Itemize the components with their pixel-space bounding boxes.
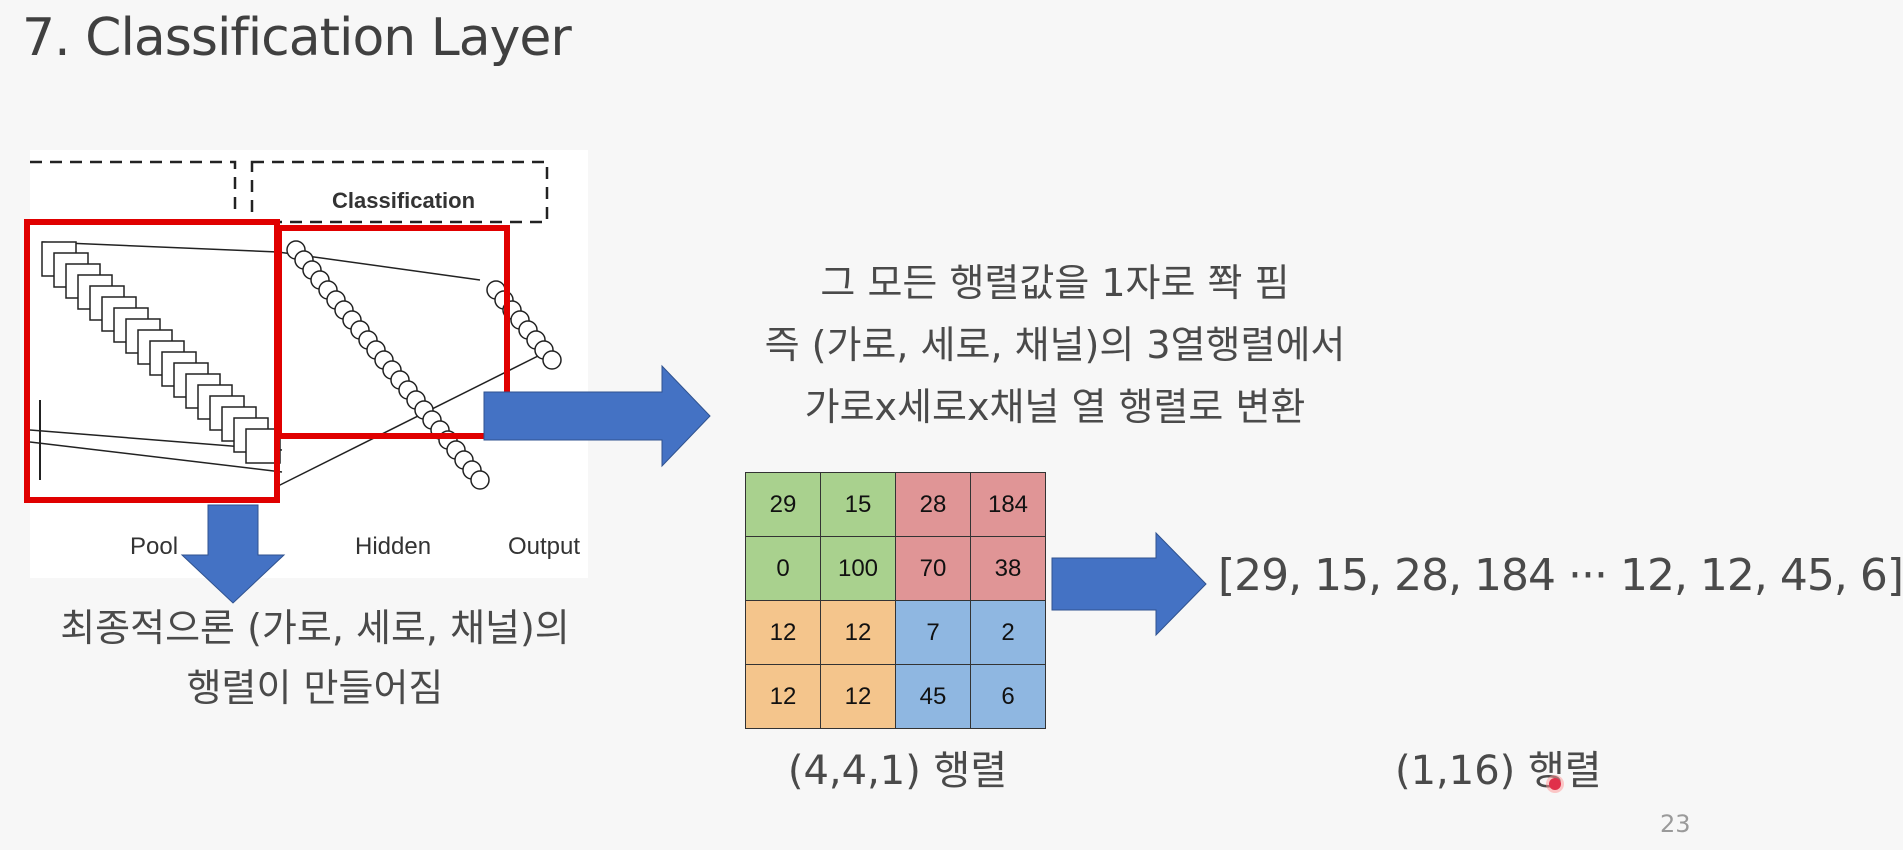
matrix-cell: 15 [820, 472, 896, 537]
matrix-cell: 184 [970, 472, 1046, 537]
matrix-cell: 28 [895, 472, 971, 537]
matrix-cell: 0 [745, 536, 821, 601]
classification-label: Classification [332, 188, 476, 213]
pool-label: Pool [130, 533, 179, 560]
hidden-label: Hidden [355, 533, 432, 560]
matrix-row: 12 12 7 2 [745, 600, 1046, 665]
matrix-cell: 12 [745, 600, 821, 665]
vector-caption: (1,16) 행렬 [1395, 748, 1602, 794]
matrix-row: 0 100 70 38 [745, 536, 1046, 601]
flattened-vector: [29, 15, 28, 184 ··· 12, 12, 45, 6] [1218, 550, 1903, 601]
right-arrow-icon [483, 364, 711, 468]
matrix-cell: 7 [895, 600, 971, 665]
dashed-box-classification [250, 160, 549, 224]
matrix-cell: 38 [970, 536, 1046, 601]
matrix-4x4: 29 15 28 184 0 100 70 38 12 12 7 2 12 12… [745, 472, 1046, 729]
pointer-cursor [1549, 778, 1561, 790]
flatten-description: 그 모든 행렬값을 1자로 쫙 핌 즉 (가로, 세로, 채널)의 3열행렬에서… [700, 252, 1410, 438]
matrix-cell: 6 [970, 664, 1046, 729]
slide-title: 7. Classification Layer [22, 8, 572, 68]
left-caption-line1: 최종적으론 (가로, 세로, 채널)의 [60, 606, 570, 650]
matrix-caption: (4,4,1) 행렬 [787, 748, 1008, 794]
down-arrow-icon [180, 504, 286, 604]
matrix-cell: 12 [745, 664, 821, 729]
left-caption: 최종적으론 (가로, 세로, 채널)의 행렬이 만들어짐 [20, 598, 610, 718]
cnn-diagram [24, 160, 562, 503]
hidden-highlight-box [276, 225, 510, 439]
output-label: Output [508, 533, 581, 560]
matrix-row: 12 12 45 6 [745, 664, 1046, 729]
output-neurons [486, 280, 562, 370]
matrix-cell: 12 [820, 600, 896, 665]
cnn-figure: Classification Pool Hidden Output [24, 150, 588, 578]
description-line2: 즉 (가로, 세로, 채널)의 3열행렬에서 [764, 323, 1346, 367]
description-line3: 가로x세로x채널 열 행렬로 변환 [804, 385, 1306, 429]
matrix-cell: 29 [745, 472, 821, 537]
matrix-cell: 45 [895, 664, 971, 729]
matrix-cell: 12 [820, 664, 896, 729]
dashed-box-left [30, 160, 237, 216]
description-line1: 그 모든 행렬값을 1자로 쫙 핌 [820, 261, 1290, 305]
page-number: 23 [1660, 810, 1691, 838]
pooling-feature-maps [41, 241, 281, 464]
left-caption-line2: 행렬이 만들어짐 [186, 666, 444, 710]
flatten-arrow-icon [1051, 531, 1207, 637]
hidden-neurons [286, 240, 490, 490]
matrix-cell: 2 [970, 600, 1046, 665]
matrix-cell: 100 [820, 536, 896, 601]
matrix-row: 29 15 28 184 [745, 472, 1046, 537]
matrix-cell: 70 [895, 536, 971, 601]
